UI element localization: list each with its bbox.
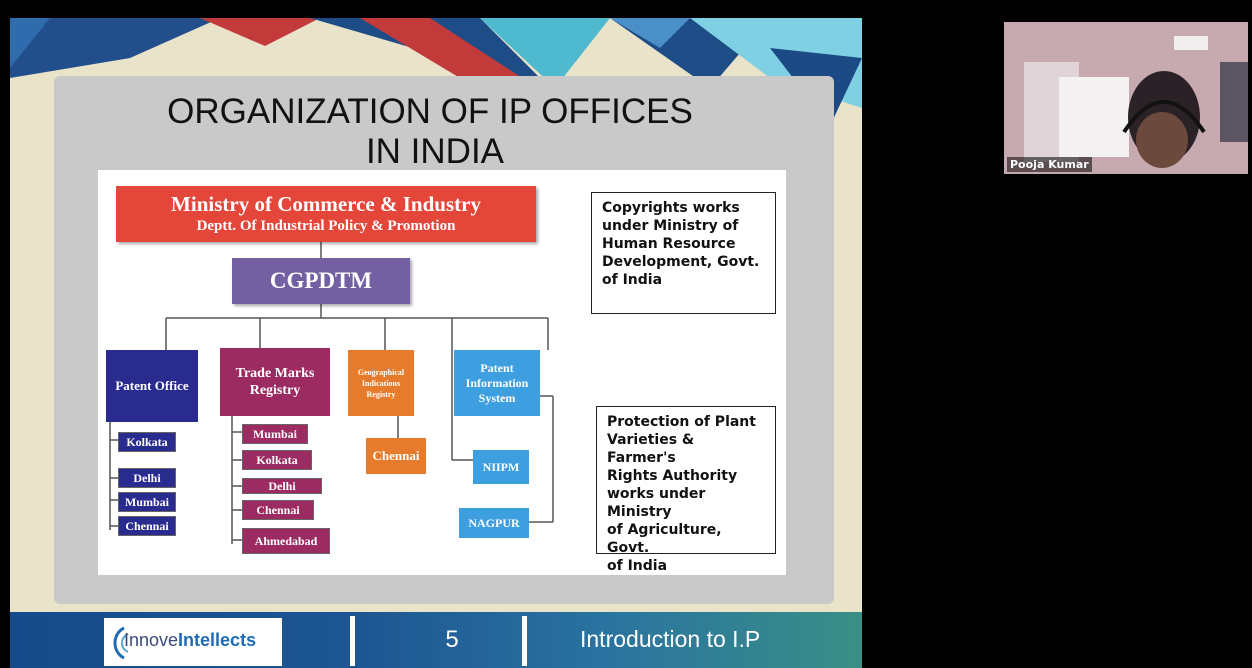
participant-video-feed xyxy=(1004,22,1248,174)
note-line: works under Ministry xyxy=(607,486,706,520)
tm-registry-city: Chennai xyxy=(242,500,314,520)
slide-title-line-1: ORGANIZATION OF IP OFFICES xyxy=(167,92,693,131)
logo-bold: Intellects xyxy=(178,630,257,650)
patent-office-city: Chennai xyxy=(118,516,176,536)
note-line: Copyrights works xyxy=(602,200,740,216)
cgpdtm-box: CGPDTM xyxy=(232,258,410,304)
copyright-note: Copyrights works under Ministry of Human… xyxy=(591,192,776,314)
slide-title-line-2: IN INDIA xyxy=(365,132,505,171)
note-line: of India xyxy=(607,558,668,574)
tm-registry-city: Delhi xyxy=(242,478,322,494)
patent-office-box: Patent Office xyxy=(106,350,198,422)
pis-unit-nagpur: NAGPUR xyxy=(459,508,529,538)
tm-registry-city: Kolkata xyxy=(242,450,312,470)
patent-office-city: Mumbai xyxy=(118,492,176,512)
note-line: Rights Authority xyxy=(607,468,738,484)
pis-line-2: Information xyxy=(465,375,529,390)
footer-logo-text: InnoveIntellects xyxy=(124,630,256,651)
logo-swirl-icon xyxy=(113,626,129,660)
footer-title: Introduction to I.P xyxy=(580,626,761,652)
note-line: of Agriculture, Govt. xyxy=(607,522,722,556)
patent-office-city: Delhi xyxy=(118,468,176,488)
tm-registry-city: Ahmedabad xyxy=(242,528,330,554)
note-line: under Ministry of xyxy=(602,218,739,234)
tm-registry-line-2: Registry xyxy=(249,383,301,398)
note-line: Protection of Plant xyxy=(607,414,756,430)
note-line: Varieties & Farmer's xyxy=(607,432,695,466)
participant-video-tile[interactable] xyxy=(1004,22,1248,174)
patent-office-city: Kolkata xyxy=(118,432,176,452)
pis-line-1: Patent xyxy=(480,360,514,375)
pis-unit-niipm: NIIPM xyxy=(473,450,529,484)
gi-registry-box: Geographical Indications Registry xyxy=(348,350,414,416)
tm-registry-line-1: Trade Marks xyxy=(235,366,315,381)
slide-page-number: 5 xyxy=(445,626,459,653)
gi-line-1: Geographical xyxy=(357,367,405,377)
pis-line-3: System xyxy=(478,390,516,405)
slide-title: ORGANIZATION OF IP OFFICES IN INDIA xyxy=(70,92,790,172)
tm-registry-city: Mumbai xyxy=(242,424,308,444)
footer-logo xyxy=(104,618,282,666)
note-line: of India xyxy=(602,272,663,288)
ministry-department: Deptt. Of Industrial Policy & Promotion xyxy=(196,218,456,234)
gi-line-2: Indications xyxy=(361,378,401,388)
patent-information-system-box: Patent Information System xyxy=(454,350,540,416)
gi-registry-city: Chennai xyxy=(366,438,426,474)
participant-name-label: Pooja Kumar xyxy=(1007,157,1092,172)
footer-divider xyxy=(522,616,527,666)
logo-prefix: Innove xyxy=(124,630,179,650)
footer-divider xyxy=(350,616,355,666)
gi-line-3: Registry xyxy=(366,389,396,399)
note-line: Development, Govt. xyxy=(602,254,760,270)
note-line: Human Resource xyxy=(602,236,736,252)
ministry-box: Ministry of Commerce & Industry Deptt. O… xyxy=(116,186,536,242)
ministry-title: Ministry of Commerce & Industry xyxy=(171,192,481,216)
trade-marks-registry-box: Trade Marks Registry xyxy=(220,348,330,416)
plant-varieties-note: Protection of Plant Varieties & Farmer's… xyxy=(596,406,776,574)
